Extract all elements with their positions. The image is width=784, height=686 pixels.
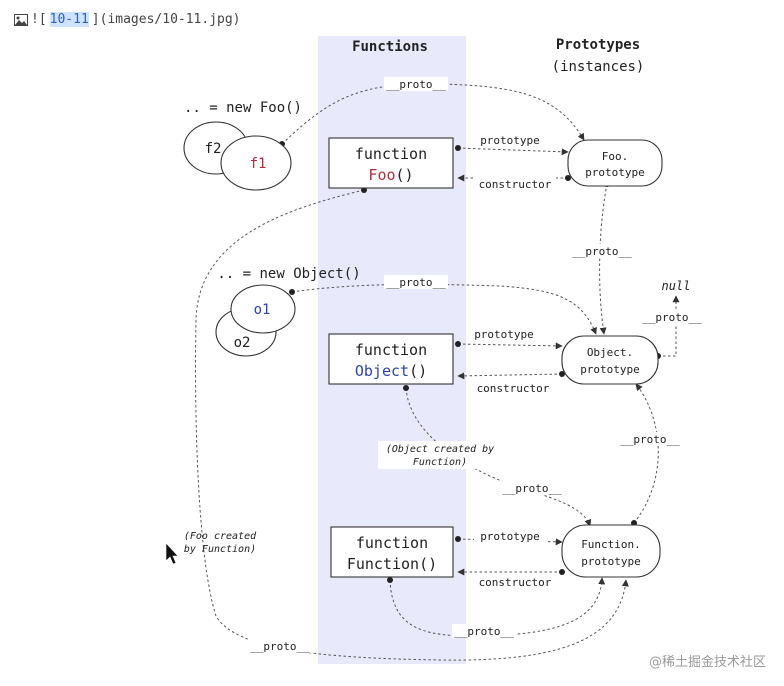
svg-text:o1: o1 xyxy=(254,302,271,318)
prototypes-header: Prototypes xyxy=(556,37,640,53)
svg-text:f1: f1 xyxy=(250,156,267,172)
edge-objectproto-null xyxy=(658,295,680,357)
label-proto-object: __proto__ xyxy=(502,482,562,495)
svg-text:function: function xyxy=(355,341,427,359)
markdown-image-line: ![10-11](images/10-11.jpg) xyxy=(14,12,241,27)
label-proto-function: __proto__ xyxy=(454,625,514,638)
edge-object-constructor xyxy=(457,372,563,380)
object-prototype-node: Object. prototype xyxy=(561,335,659,385)
note-object-created-line2: Function) xyxy=(413,457,467,468)
label-proto-objectproto: __proto__ xyxy=(642,311,702,324)
watermark: @稀土掘金技术社区 xyxy=(648,655,766,670)
note-foo-created-line2: by Function) xyxy=(184,544,256,555)
functions-header: Functions xyxy=(352,39,428,55)
edge-object-prototype xyxy=(457,342,563,350)
svg-text:Object.: Object. xyxy=(587,346,633,359)
label-proto-functionproto: __proto__ xyxy=(620,433,680,446)
prototypes-subheader: (instances) xyxy=(552,59,645,75)
svg-text:Foo.: Foo. xyxy=(602,150,629,163)
label-prototype-function: prototype xyxy=(480,530,540,543)
svg-text:Foo(): Foo() xyxy=(368,166,413,184)
foo-prototype-node: Foo. prototype xyxy=(567,139,663,187)
label-prototype-object: prototype xyxy=(474,328,534,341)
label-proto-o1: __proto__ xyxy=(386,276,446,289)
label-proto-foo: __proto__ xyxy=(250,640,310,653)
label-prototype-foo: prototype xyxy=(480,134,540,147)
label-proto-f1: __proto__ xyxy=(386,78,446,91)
svg-text:prototype: prototype xyxy=(581,555,641,568)
mouse-cursor-icon xyxy=(165,542,179,565)
null-value: null xyxy=(662,279,691,293)
edge-o1-proto xyxy=(291,283,597,335)
markdown-suffix: ](images/10-11.jpg) xyxy=(91,12,241,27)
svg-text:function: function xyxy=(356,534,428,552)
label-proto-fooproto: __proto__ xyxy=(572,245,632,258)
edge-fooproto-proto xyxy=(599,183,608,335)
svg-text:function: function xyxy=(355,145,427,163)
note-object-created-line1: (Object created by xyxy=(386,444,494,455)
instance-o1: o1 xyxy=(230,284,296,334)
note-foo-created-line1: (Foo created xyxy=(184,531,257,542)
svg-text:Object(): Object() xyxy=(355,362,427,380)
edge-functionproto-proto xyxy=(633,383,659,524)
edge-object-proto xyxy=(405,387,592,527)
label-constructor-foo: constructor xyxy=(479,178,552,191)
markdown-prefix: ![ xyxy=(31,12,47,27)
label-constructor-function: constructor xyxy=(479,576,552,589)
label-constructor-object: constructor xyxy=(477,382,550,395)
svg-text:prototype: prototype xyxy=(580,363,640,376)
function-prototype-node: Function. prototype xyxy=(561,524,661,578)
image-icon xyxy=(14,13,28,26)
svg-text:Function.: Function. xyxy=(581,538,641,551)
new-foo-label: .. = new Foo() xyxy=(184,100,302,116)
edge-foo-prototype xyxy=(457,147,569,156)
markdown-link-text[interactable]: 10-11 xyxy=(49,12,89,27)
function-object-box: function Object() xyxy=(328,333,454,385)
svg-text:prototype: prototype xyxy=(585,166,645,179)
instance-f1: f1 xyxy=(220,135,292,191)
svg-text:o2: o2 xyxy=(234,335,251,351)
edge-foo-proto xyxy=(195,189,629,661)
new-object-label: .. = new Object() xyxy=(217,266,360,282)
svg-text:Function(): Function() xyxy=(347,555,437,573)
function-function-box: function Function() xyxy=(330,526,454,578)
function-foo-box: function Foo() xyxy=(328,137,454,189)
svg-text:f2: f2 xyxy=(205,141,222,157)
